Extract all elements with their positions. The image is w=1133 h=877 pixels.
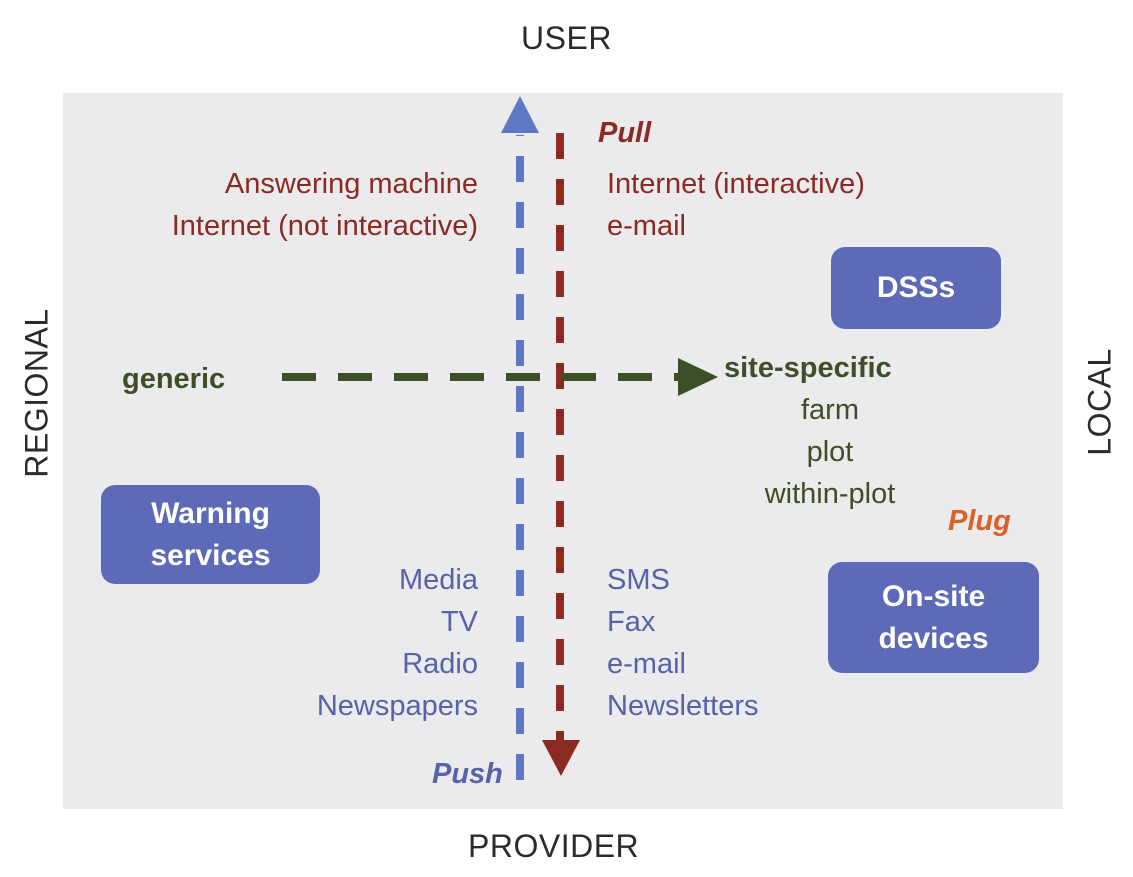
list-item: within-plot	[764, 478, 896, 510]
pull-arrow-head	[542, 740, 580, 776]
push-left-list: Media TV Radio Newspapers	[230, 559, 478, 727]
list-item: Radio	[402, 648, 478, 680]
dss-box: DSSs	[831, 247, 1001, 329]
onsite-devices-box: On-site devices	[828, 562, 1039, 673]
pull-label: Pull	[598, 117, 652, 149]
list-item: plot	[806, 436, 854, 468]
generic-label: generic	[122, 363, 226, 395]
list-item: Newspapers	[316, 690, 478, 722]
list-item: Answering machine	[224, 168, 478, 200]
push-right-list: SMS Fax e-mail Newsletters	[607, 559, 759, 727]
list-item: Media	[399, 564, 478, 596]
push-arrow-head	[501, 96, 539, 133]
list-item: Newsletters	[607, 690, 759, 722]
list-item: Internet (interactive)	[607, 168, 865, 200]
list-item: Fax	[607, 606, 656, 638]
list-item: TV	[440, 606, 478, 638]
axis-label-user: USER	[521, 20, 612, 56]
list-item: SMS	[607, 564, 670, 596]
site-specific-label: site-specific	[724, 352, 892, 384]
pull-right-list: Internet (interactive) e-mail	[607, 163, 865, 247]
push-label: Push	[432, 758, 503, 790]
pull-left-list: Answering machine Internet (not interact…	[60, 163, 478, 247]
plug-label: Plug	[948, 505, 1011, 537]
generic-arrow-head	[678, 358, 718, 396]
list-item: farm	[801, 394, 859, 426]
list-item: e-mail	[607, 648, 686, 680]
warning-services-box: Warning services	[101, 485, 320, 584]
axis-label-provider: PROVIDER	[468, 828, 640, 864]
site-levels-list: farm plot within-plot	[730, 389, 930, 515]
list-item: Internet (not interactive)	[171, 210, 478, 242]
list-item: e-mail	[607, 210, 686, 242]
